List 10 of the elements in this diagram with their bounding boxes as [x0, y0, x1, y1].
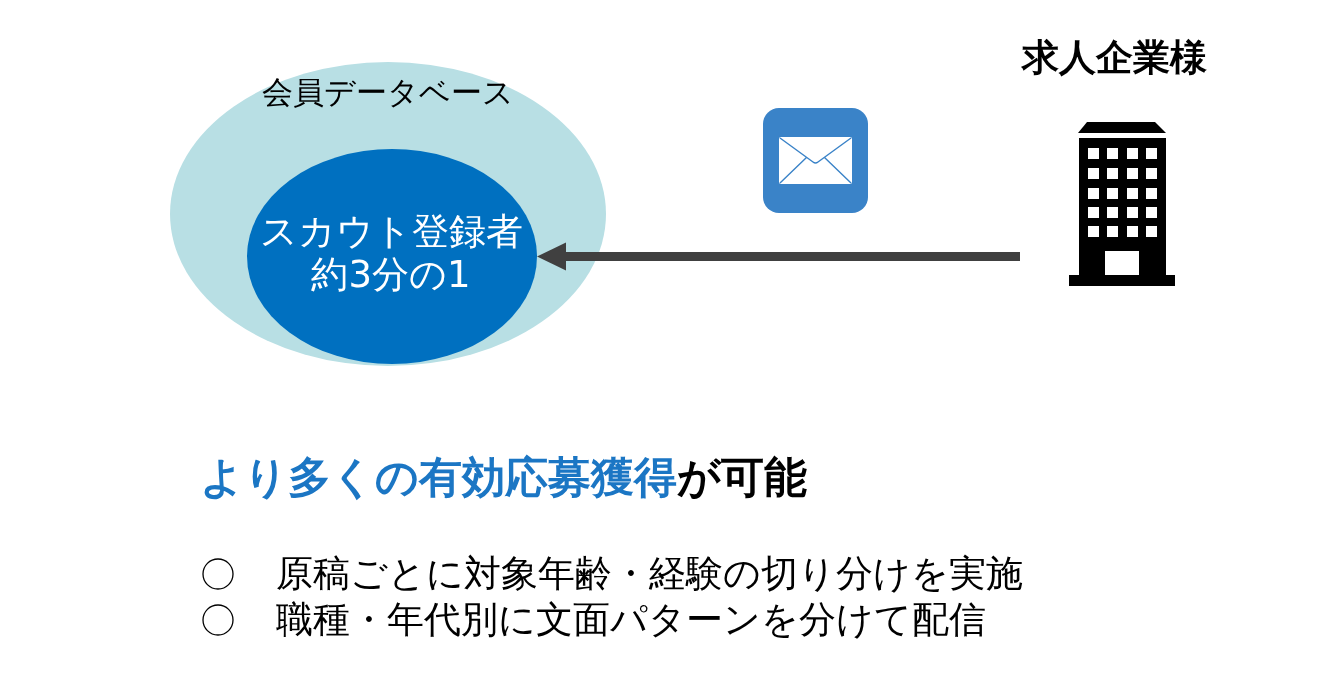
inner-ellipse — [247, 149, 537, 364]
ellipse-label: 約3分の1 — [311, 253, 471, 297]
list-item: 原稿ごとに対象年齢・経験の切り分けを実施 — [276, 552, 1023, 596]
arrow — [537, 242, 1020, 271]
ellipse-label: 会員データベース — [262, 75, 514, 111]
large-ellipse — [170, 62, 606, 366]
heading: より多くの有効応募獲得が可能 — [200, 453, 807, 503]
list-item: 職種・年代別に文面パターンを分けて配信 — [276, 598, 986, 642]
ellipse-label: スカウト登録者 — [259, 210, 523, 254]
node-label: 求人企業様 — [1021, 36, 1207, 80]
